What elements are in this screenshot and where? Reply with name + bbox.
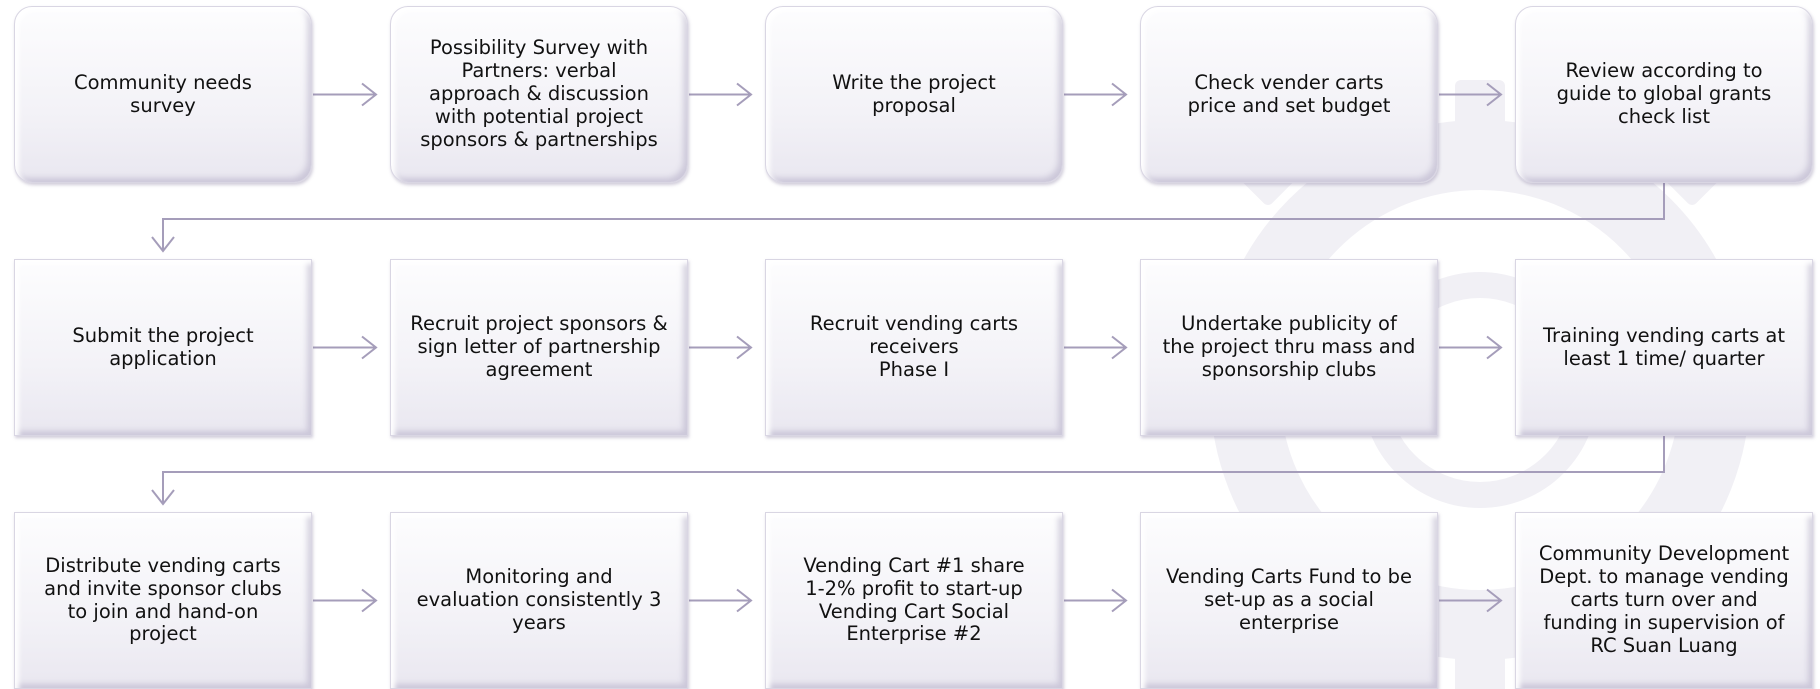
connector-row2-to-row3 xyxy=(162,436,1665,504)
process-step-s12: Monitoring and evaluation consistently 3… xyxy=(390,512,688,689)
process-step-s11: Distribute vending carts and invite spon… xyxy=(14,512,312,689)
arrowhead-r1-c2 xyxy=(736,82,753,107)
arrowhead-r2-c1 xyxy=(361,335,378,360)
arrowhead-row1-to-row2 xyxy=(151,236,175,253)
process-step-s7: Recruit project sponsors & sign letter o… xyxy=(390,259,688,436)
arrowhead-r3-c4 xyxy=(1486,588,1503,613)
arrowhead-r1-c4 xyxy=(1486,82,1503,107)
process-step-s4: Check vender carts price and set budget xyxy=(1140,6,1438,183)
process-step-s15: Community Development Dept. to manage ve… xyxy=(1515,512,1813,689)
arrowhead-r2-c3 xyxy=(1111,335,1128,360)
arrowhead-row2-to-row3 xyxy=(151,489,175,506)
process-step-s5: Review according to guide to global gran… xyxy=(1515,6,1813,183)
connector-row1-to-row2 xyxy=(162,183,1665,251)
arrowhead-r2-c4 xyxy=(1486,335,1503,360)
process-step-s2: Possibility Survey with Partners: verbal… xyxy=(390,6,688,183)
process-step-s13: Vending Cart #1 share 1-2% profit to sta… xyxy=(765,512,1063,689)
process-step-s3: Write the project proposal xyxy=(765,6,1063,183)
arrowhead-r3-c1 xyxy=(361,588,378,613)
process-step-s14: Vending Carts Fund to be set-up as a soc… xyxy=(1140,512,1438,689)
arrowhead-r2-c2 xyxy=(736,335,753,360)
process-step-s9: Undertake publicity of the project thru … xyxy=(1140,259,1438,436)
process-step-s1: Community needs survey xyxy=(14,6,312,183)
arrowhead-r3-c3 xyxy=(1111,588,1128,613)
arrowhead-r1-c3 xyxy=(1111,82,1128,107)
arrowhead-r1-c1 xyxy=(361,82,378,107)
process-step-s6: Submit the project application xyxy=(14,259,312,436)
process-step-s10: Training vending carts at least 1 time/ … xyxy=(1515,259,1813,436)
arrowhead-r3-c2 xyxy=(736,588,753,613)
process-step-s8: Recruit vending carts receivers Phase I xyxy=(765,259,1063,436)
